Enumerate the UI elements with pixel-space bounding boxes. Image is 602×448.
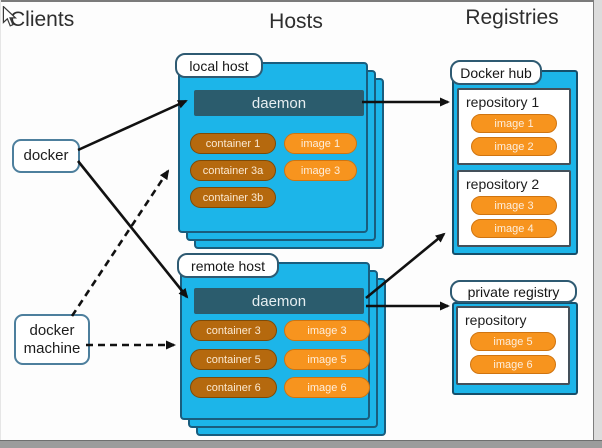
image-pill: image 3 — [471, 196, 557, 215]
local-host-stack: daemon container 1 container 3a containe… — [178, 62, 384, 249]
container-pill: container 3 — [190, 320, 277, 341]
docker-machine-client-node: docker machine — [14, 314, 90, 365]
repository-name: repository — [465, 312, 527, 328]
local-host-tab: local host — [175, 53, 263, 78]
docker-hub-tab-label: Docker hub — [460, 64, 532, 81]
remote-daemon-label: daemon — [251, 292, 307, 310]
window-border-bottom — [0, 440, 602, 448]
repository-name: repository 1 — [466, 94, 540, 110]
image-pill: image 3 — [284, 160, 357, 181]
mouse-cursor-icon — [2, 6, 18, 27]
docker-hub-registry: Docker hub repository 1 image 1 image 2 … — [450, 60, 582, 260]
container-pill: container 6 — [190, 377, 277, 398]
window-border-top — [0, 0, 602, 2]
repository-box: repository 2 image 3 image 4 — [457, 170, 571, 247]
image-pill: image 3 — [284, 320, 370, 341]
repository-box: repository image 5 image 6 — [456, 306, 570, 385]
local-daemon-label: daemon — [251, 94, 307, 112]
remote-host-tab: remote host — [177, 253, 279, 278]
image-pill: image 1 — [471, 114, 557, 133]
private-registry-tab: private registry — [450, 280, 577, 303]
image-pill: image 4 — [471, 219, 557, 238]
docker-machine-client-label: docker machine — [23, 322, 81, 357]
container-pill: container 3a — [190, 160, 276, 181]
docker-hub-tab: Docker hub — [450, 60, 542, 85]
image-pill: image 2 — [471, 137, 557, 156]
container-pill: container 1 — [190, 133, 276, 154]
image-pill: image 5 — [470, 332, 556, 351]
arrow-docker-machine-to-local-host-dashed — [70, 169, 170, 317]
remote-host-box: daemon container 3 container 5 container… — [180, 262, 370, 420]
clients-heading: Clients — [10, 8, 75, 31]
remote-daemon-bar: daemon — [194, 288, 364, 314]
registries-heading: Registries — [465, 6, 559, 29]
repository-box: repository 1 image 1 image 2 — [457, 88, 571, 165]
arrow-docker-to-remote-daemon — [76, 160, 189, 299]
local-daemon-bar: daemon — [194, 90, 364, 116]
container-pill: container 5 — [190, 349, 277, 370]
repository-name: repository 2 — [466, 176, 540, 192]
hosts-heading: Hosts — [269, 10, 323, 33]
remote-host-stack: daemon container 3 container 5 container… — [180, 262, 386, 436]
docker-client-node: docker — [12, 139, 80, 173]
image-pill: image 1 — [284, 133, 357, 154]
window-border-left — [0, 0, 1, 448]
image-pill: image 5 — [284, 349, 370, 370]
private-registry: private registry repository image 5 imag… — [450, 280, 582, 398]
arrow-docker-to-local-daemon — [77, 99, 188, 152]
local-host-tab-label: local host — [189, 57, 249, 74]
docker-client-label: docker — [23, 147, 69, 165]
container-pill: container 3b — [190, 187, 276, 208]
window-border-right — [593, 0, 602, 448]
image-pill: image 6 — [284, 377, 370, 398]
image-pill: image 6 — [470, 355, 556, 374]
private-registry-tab-label: private registry — [467, 283, 560, 300]
remote-host-tab-label: remote host — [191, 257, 265, 274]
local-host-box: daemon container 1 container 3a containe… — [178, 62, 368, 233]
